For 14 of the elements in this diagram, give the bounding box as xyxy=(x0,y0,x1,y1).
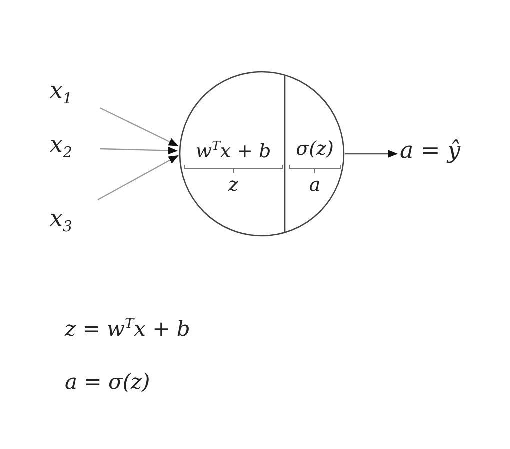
arrow xyxy=(345,150,398,158)
variable-label: a xyxy=(309,176,321,195)
arrow xyxy=(98,155,179,201)
input-label: x$_{1}$ xyxy=(50,80,72,107)
variable-label: z xyxy=(228,176,238,195)
arrow xyxy=(100,146,178,155)
equation-text: a = σ(z) xyxy=(65,372,150,393)
formula-text: σ(z) xyxy=(296,140,334,159)
formula-text: w$^{T}$x + b xyxy=(196,140,272,162)
input-label: x$_{3}$ xyxy=(50,208,72,235)
input-label: x$_{2}$ xyxy=(50,134,72,161)
output-label: a = ŷ xyxy=(400,140,461,163)
equation-text: z = w$^{T}$x + b xyxy=(65,318,190,340)
arrow xyxy=(100,107,179,147)
